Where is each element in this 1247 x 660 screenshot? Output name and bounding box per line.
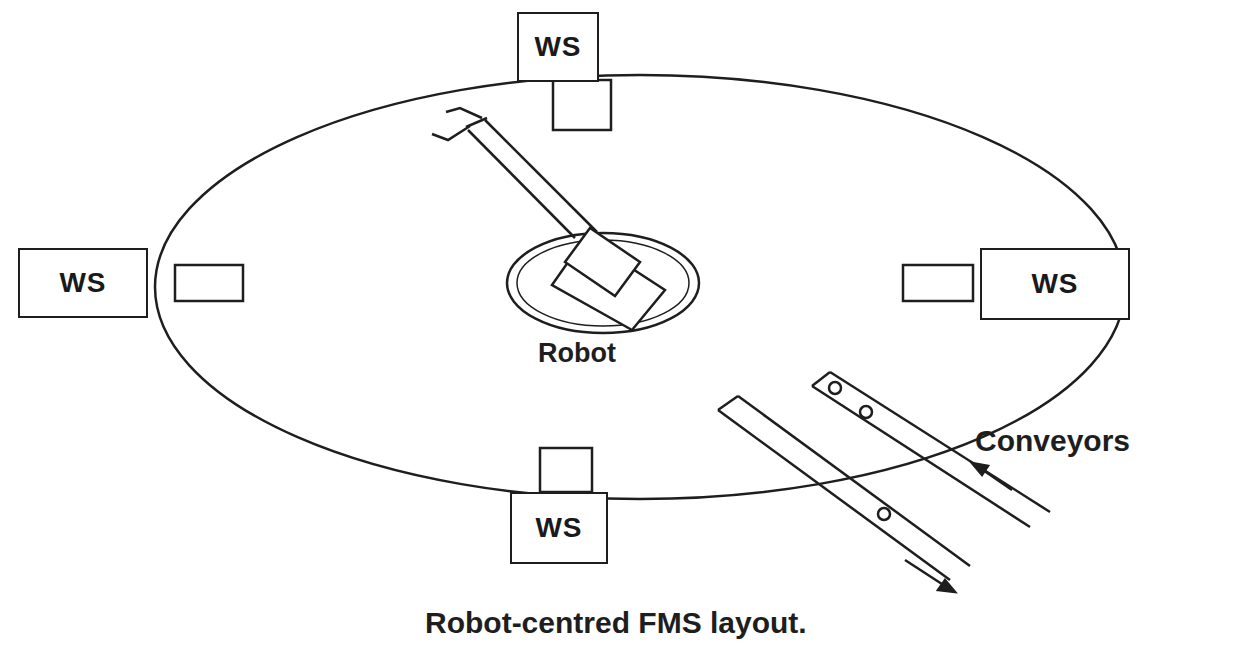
station-tab [540, 448, 592, 492]
workstation-box: WS [18, 248, 148, 318]
workstation-box: WS [517, 12, 599, 82]
station-tab [903, 265, 973, 301]
conveyor-label: Conveyors [975, 424, 1130, 458]
workstation-label: WS [535, 512, 582, 544]
station-tab [175, 265, 243, 301]
workstation-box: WS [510, 492, 608, 564]
robot-body [432, 108, 665, 330]
figure-caption: Robot-centred FMS layout. [425, 606, 807, 640]
workstation-label: WS [59, 267, 106, 299]
workstation-label: WS [1031, 268, 1078, 300]
workstation-label: WS [534, 31, 581, 63]
robot-label: Robot [538, 338, 616, 369]
workstation-box: WS [980, 248, 1130, 320]
conveyor [718, 396, 970, 592]
station-tab [553, 80, 611, 130]
